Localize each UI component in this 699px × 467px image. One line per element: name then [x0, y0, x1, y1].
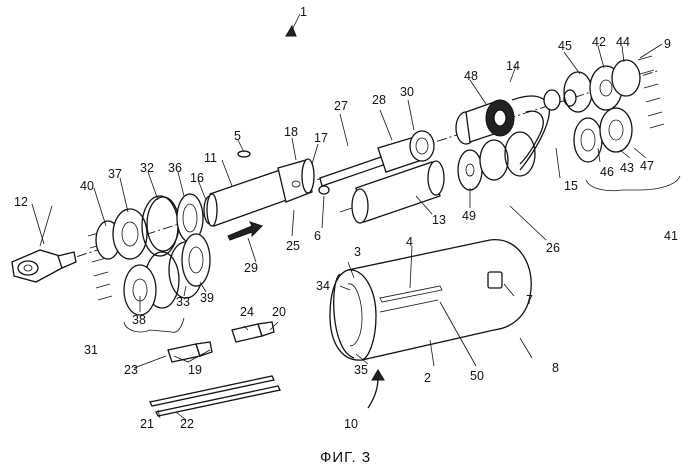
label-1: 1	[300, 5, 307, 19]
arrow-10-shaft	[368, 378, 378, 408]
label-12: 12	[14, 195, 28, 209]
label-5: 5	[234, 129, 241, 143]
label-8: 8	[552, 361, 559, 375]
clevis-end-part	[12, 250, 76, 282]
figure-caption: ФИГ. 3	[320, 449, 371, 466]
label-6: 6	[314, 229, 321, 243]
label-40: 40	[80, 179, 94, 193]
label-30: 30	[400, 85, 414, 99]
label-29: 29	[244, 261, 258, 275]
label-46: 46	[600, 165, 614, 179]
main-tube-part	[207, 159, 314, 226]
label-20: 20	[272, 305, 286, 319]
label-38: 38	[132, 313, 146, 327]
label-37: 37	[108, 167, 122, 181]
label-9: 9	[664, 37, 671, 51]
label-50: 50	[470, 369, 484, 383]
movement-arrow	[228, 222, 262, 240]
label-11: 11	[204, 151, 217, 165]
label-43: 43	[620, 161, 634, 175]
guide-rods	[150, 376, 280, 416]
label-26: 26	[546, 241, 560, 255]
label-17: 17	[314, 131, 328, 145]
label-48: 48	[464, 69, 478, 83]
label-34: 34	[316, 279, 330, 293]
screw-set-right	[638, 56, 664, 128]
label-4: 4	[406, 235, 413, 249]
label-19: 19	[188, 363, 202, 377]
label-18: 18	[284, 125, 298, 139]
label-45: 45	[558, 39, 572, 53]
switch-blocks	[168, 322, 274, 362]
label-13: 13	[432, 213, 446, 227]
right-end-group	[564, 60, 640, 162]
label-22: 22	[180, 417, 194, 431]
labels: 1 2 3 4 5 6 7 8 9 10 11 12 13 14 15 16 1…	[14, 5, 678, 431]
label-7: 7	[526, 293, 533, 307]
label-42: 42	[592, 35, 606, 49]
label-28: 28	[372, 93, 386, 107]
label-39: 39	[200, 291, 214, 305]
label-31: 31	[84, 343, 98, 357]
label-36: 36	[168, 161, 182, 175]
label-15: 15	[564, 179, 578, 193]
label-16: 16	[190, 171, 204, 185]
label-25: 25	[286, 239, 300, 253]
label-27: 27	[334, 99, 348, 113]
label-14: 14	[506, 59, 520, 73]
label-21: 21	[140, 417, 154, 431]
label-44: 44	[616, 35, 630, 49]
label-10: 10	[344, 417, 358, 431]
label-24: 24	[240, 305, 254, 319]
label-35: 35	[354, 363, 368, 377]
label-49: 49	[462, 209, 476, 223]
label-32: 32	[140, 161, 154, 175]
label-2: 2	[424, 371, 431, 385]
label-3: 3	[354, 245, 361, 259]
label-47: 47	[640, 159, 654, 173]
label-33: 33	[176, 295, 190, 309]
label-23: 23	[124, 363, 138, 377]
pin-part-6	[319, 186, 329, 194]
label-41: 41	[664, 229, 678, 243]
end-flange-part	[96, 209, 147, 259]
